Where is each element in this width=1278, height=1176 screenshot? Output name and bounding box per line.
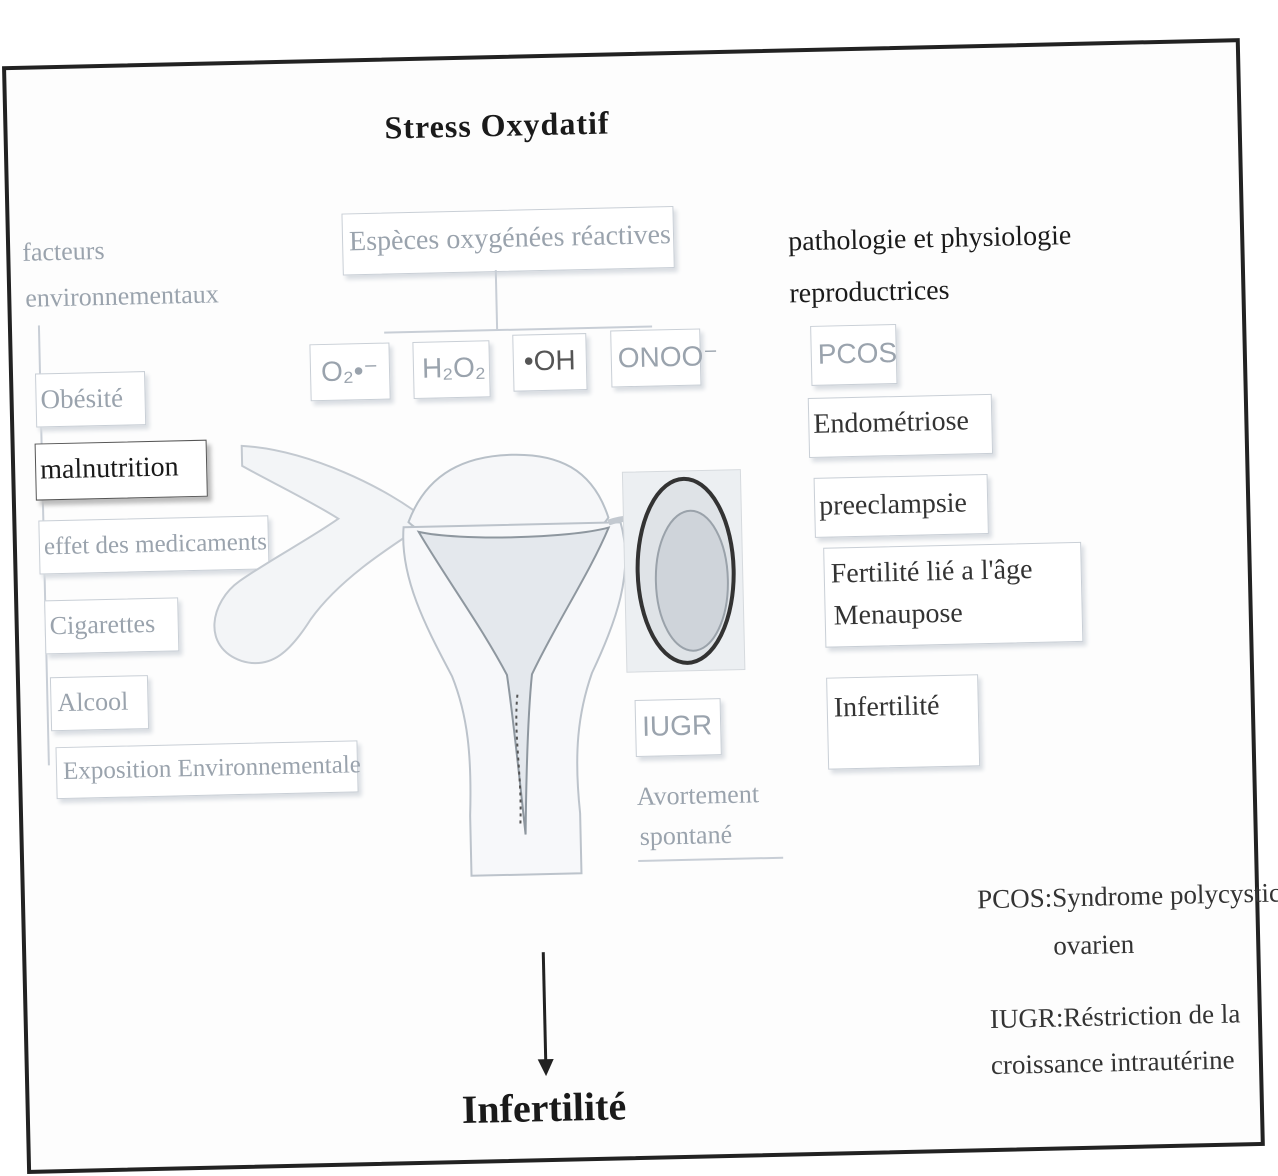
condition-label: PCOS [817, 337, 897, 371]
outcome-arrow-head [538, 1059, 554, 1076]
condition-age-fertility: Fertilité lié a l'âge Menaupose [823, 542, 1083, 648]
fallopian-tube-left-shape [210, 442, 431, 664]
right-header-line2: reproductrices [789, 275, 950, 311]
abortion-line1: Avortement [636, 779, 759, 812]
condition-label: Infertilité [833, 690, 939, 724]
condition-label: Fertilité lié a l'âge [830, 554, 1032, 591]
condition-endometriosis: Endométriose [808, 394, 993, 458]
legend-iugr-line1: IUGR:Réstriction de la [990, 998, 1241, 1035]
condition-pcos: PCOS [810, 324, 897, 386]
condition-label: Endométriose [813, 405, 969, 441]
condition-label: Menaupose [833, 598, 963, 633]
outcome-label: Infertilité [461, 1082, 626, 1133]
legend-iugr-line2: croissance intrautérine [991, 1045, 1235, 1082]
right-header-line1: pathologie et physiologie [788, 220, 1072, 258]
condition-infertility: Infertilité [826, 674, 980, 769]
abortion-line2: spontané [639, 820, 732, 852]
legend-pcos-line2: ovarien [1053, 929, 1135, 962]
condition-preeclampsia: preeclampsie [814, 474, 989, 538]
iugr-box: IUGR [635, 698, 722, 757]
iugr-label: IUGR [642, 709, 713, 743]
condition-label: preeclampsie [819, 487, 967, 522]
outcome-arrow-line [543, 952, 546, 1064]
